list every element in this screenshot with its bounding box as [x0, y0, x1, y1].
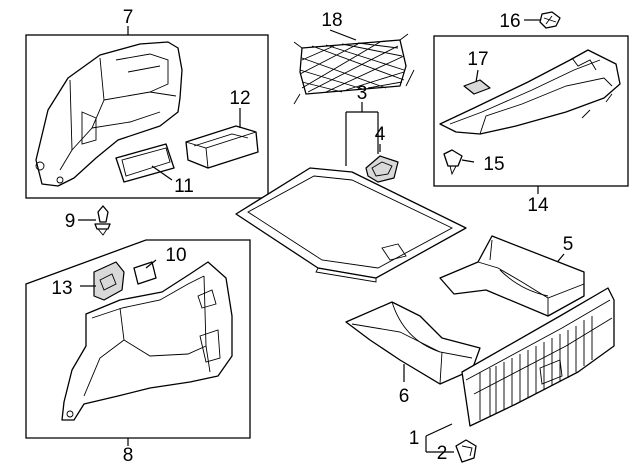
callout-16: 16 [499, 11, 520, 32]
part-2-clip [425, 423, 477, 463]
callout-5: 5 [563, 234, 574, 255]
part-16-clip [524, 11, 561, 29]
part-3-load-floor [235, 102, 467, 283]
part-12-storage-tray [185, 125, 259, 169]
group-7-left-quarter-trim [25, 26, 269, 199]
part-18-cargo-net [293, 29, 415, 105]
callout-6: 6 [399, 386, 410, 407]
callout-12: 12 [229, 88, 250, 109]
callout-13: 13 [51, 278, 72, 299]
callout-17: 17 [467, 49, 488, 70]
callout-4: 4 [375, 124, 386, 145]
callout-11: 11 [174, 176, 194, 197]
part-1-sill-plate [461, 287, 615, 427]
group-14-box [433, 35, 629, 187]
group-14-tonneau-cover [433, 35, 629, 194]
group-8-right-quarter-trim [25, 239, 251, 446]
part-6-side-extension [345, 301, 481, 385]
part-5-floor-extension [439, 235, 585, 317]
callout-8: 8 [123, 445, 134, 466]
part-4-latch [365, 144, 399, 183]
callout-14: 14 [527, 195, 549, 216]
part-17-pad [463, 79, 491, 95]
group-8-box [25, 239, 251, 439]
part-11-vent-grille [115, 143, 175, 183]
part-10-cover [133, 261, 157, 285]
callout-1: 1 [409, 428, 420, 449]
callout-7: 7 [123, 7, 134, 28]
group-7-box [25, 34, 269, 199]
callout-2: 2 [437, 443, 448, 464]
part-13-bracket [93, 261, 125, 301]
callout-10: 10 [165, 245, 186, 266]
callout-18: 18 [321, 10, 342, 31]
callout-3: 3 [357, 83, 368, 104]
callout-9: 9 [65, 211, 76, 232]
callout-labels: 7 12 11 9 10 13 8 18 3 4 16 17 15 14 5 6… [51, 7, 573, 466]
part-9-push-clip [78, 205, 111, 236]
callout-15: 15 [483, 154, 504, 175]
part-15-clip [443, 149, 463, 167]
